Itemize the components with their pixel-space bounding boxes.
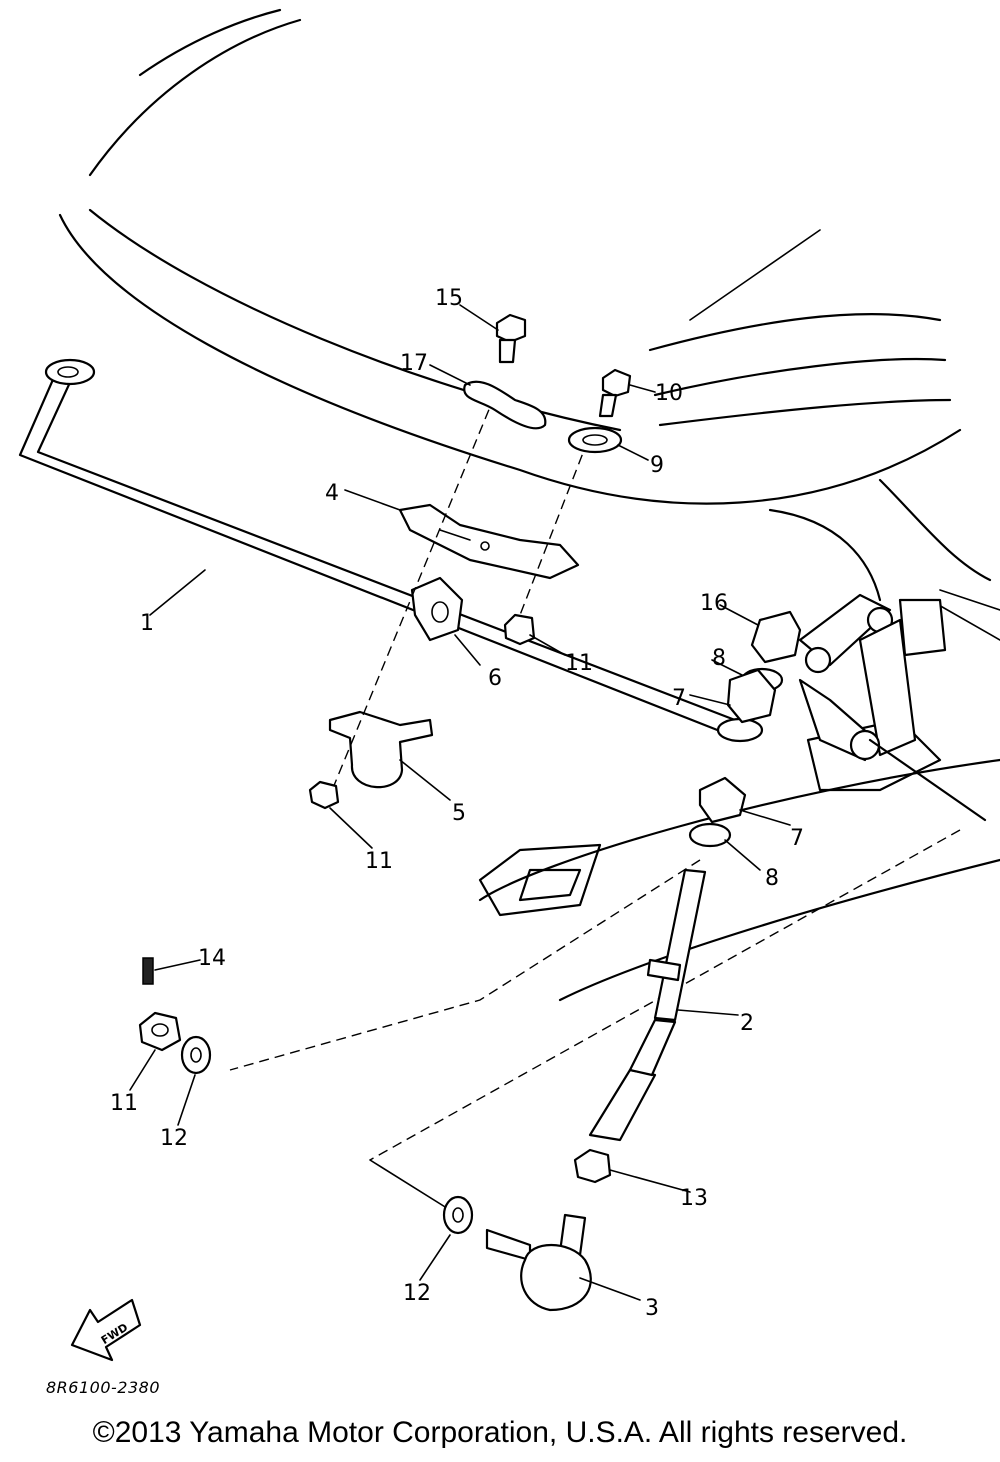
callout-part-8-lower: 8 bbox=[765, 866, 779, 891]
callout-part-11-middle: 11 bbox=[365, 849, 393, 874]
callout-part-17: 17 bbox=[400, 351, 428, 376]
callout-part-7-upper: 7 bbox=[672, 686, 686, 711]
callout-part-13: 13 bbox=[680, 1186, 708, 1211]
callout-part-12-bottom: 12 bbox=[403, 1281, 431, 1306]
linkage-bracket bbox=[798, 593, 987, 822]
callout-part-4: 4 bbox=[325, 481, 339, 506]
callout-part-1: 1 bbox=[140, 611, 154, 636]
callout-part-10: 10 bbox=[655, 381, 683, 406]
part-6-bushing bbox=[410, 576, 464, 642]
part-5-clamp bbox=[328, 710, 434, 789]
callout-part-6: 6 bbox=[488, 666, 502, 691]
part-4-bracket-plate bbox=[398, 503, 580, 580]
hardware-parts bbox=[138, 313, 802, 1312]
callout-part-9: 9 bbox=[650, 453, 664, 478]
callout-part-14: 14 bbox=[198, 946, 226, 971]
callout-labels: 1 2 3 4 5 6 7 7 8 8 9 10 11 11 11 12 12 … bbox=[110, 286, 804, 1321]
callout-part-11-lower: 11 bbox=[110, 1091, 138, 1116]
part-code: 8R6100-2380 bbox=[46, 1378, 161, 1397]
fwd-arrow-icon: FWD bbox=[70, 1298, 142, 1362]
alignment-lines bbox=[229, 394, 961, 1211]
callout-part-8-upper: 8 bbox=[712, 646, 726, 671]
hull-outline bbox=[58, 8, 1000, 1002]
callout-part-11-upper: 11 bbox=[565, 651, 593, 676]
callout-part-3: 3 bbox=[645, 1296, 659, 1321]
callout-part-15: 15 bbox=[435, 286, 463, 311]
callout-part-5: 5 bbox=[452, 801, 466, 826]
callout-part-2: 2 bbox=[740, 1011, 754, 1036]
copyright-notice: ©2013 Yamaha Motor Corporation, U.S.A. A… bbox=[92, 1416, 908, 1449]
callout-part-12-left: 12 bbox=[160, 1126, 188, 1151]
callout-part-16: 16 bbox=[700, 591, 728, 616]
callout-part-7-lower: 7 bbox=[790, 826, 804, 851]
part-1-stabilizer-bar bbox=[18, 358, 737, 737]
leader-lines bbox=[129, 304, 791, 1301]
